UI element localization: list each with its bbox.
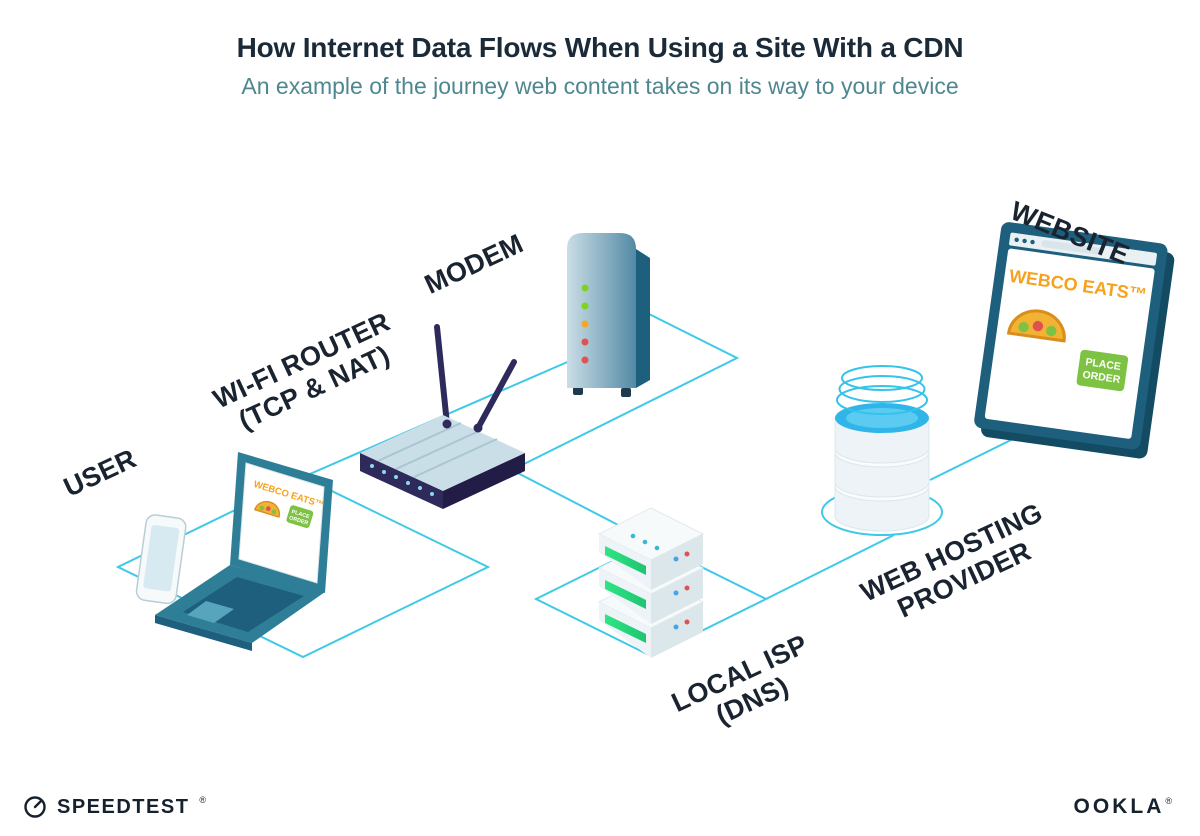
ookla-wordmark: OOKLA [1073,795,1165,818]
hosting-wire-rings [836,365,928,415]
server-unit [597,507,705,590]
browser-order-button [1076,349,1129,392]
router-antenna-right [475,359,517,431]
server-led-strip [605,580,646,609]
server-dot-red [684,585,690,591]
modem-front-face [567,233,636,388]
modem-foot-right [621,388,631,397]
browser-window-dots [1014,237,1035,245]
page-title: How Internet Data Flows When Using a Sit… [236,32,964,63]
router-front-face [360,453,443,509]
speedtest-wordmark: SPEEDTEST [57,795,190,818]
modem-side-face [636,249,650,388]
server-dot-blue [673,590,679,596]
led-light [581,320,589,328]
laptop-order-text-1: PLACE [291,509,311,520]
isp-to-hosting-line [765,534,895,600]
website-illustration: WEBCO EATS™ PLACE ORDER [974,222,1175,459]
router-illustration [360,324,525,509]
speedtest-logo: SPEEDTEST ® [22,794,206,820]
server-led-strip [605,546,646,575]
led-light [581,356,589,364]
browser-order-text-1: PLACE [1085,356,1122,373]
router-status-lights [370,464,434,496]
router-antenna-base-right [473,423,483,433]
modem-led-lights [581,284,589,364]
router-top-face [360,415,525,491]
header: How Internet Data Flows When Using a Sit… [0,32,1200,100]
server-dot-blue [673,624,679,630]
footer: SPEEDTEST ® OOKLA ® [22,794,1172,820]
laptop-order-text-2: ORDER [288,515,309,527]
modem-illustration [567,233,650,397]
led-light [581,284,589,292]
led-light [581,338,589,346]
speedtest-trademark: ® [199,795,207,805]
router-top-grooves [377,422,498,478]
hosting-illustration [821,365,943,536]
router-antenna-left [434,324,450,427]
router-side-face [443,453,525,509]
led-light [581,302,589,310]
laptop-order-button [286,505,314,529]
modem-to-isp-line [509,311,740,543]
ookla-logo: OOKLA ® [1074,795,1172,819]
server-top-dots [630,533,660,551]
modem-foot-left [573,386,583,395]
phone-screen [143,524,180,592]
laptop-trackpad [187,601,234,623]
browser-order-text-2: ORDER [1082,369,1122,386]
laptop-base-edge [155,615,252,651]
speedtest-gauge-icon [24,796,46,818]
hosting-to-website-line [929,437,1016,481]
phone-illustration [135,514,187,605]
ookla-trademark: ® [1165,796,1172,806]
isp-server-illustration [597,507,705,658]
browser-address-bar [1041,240,1101,255]
server-dot-blue [673,556,679,562]
server-led-strip [605,614,646,643]
page-subtitle: An example of the journey web content ta… [241,73,959,99]
hosting-loop-front [821,511,943,536]
browser-content [984,248,1155,439]
laptop-screen [238,462,325,584]
laptop-illustration: WEBCO EATS™ PLACE ORDER [155,452,333,651]
router-antenna-base-left [442,419,452,429]
server-dot-red [684,619,690,625]
server-dot-red [684,551,690,557]
